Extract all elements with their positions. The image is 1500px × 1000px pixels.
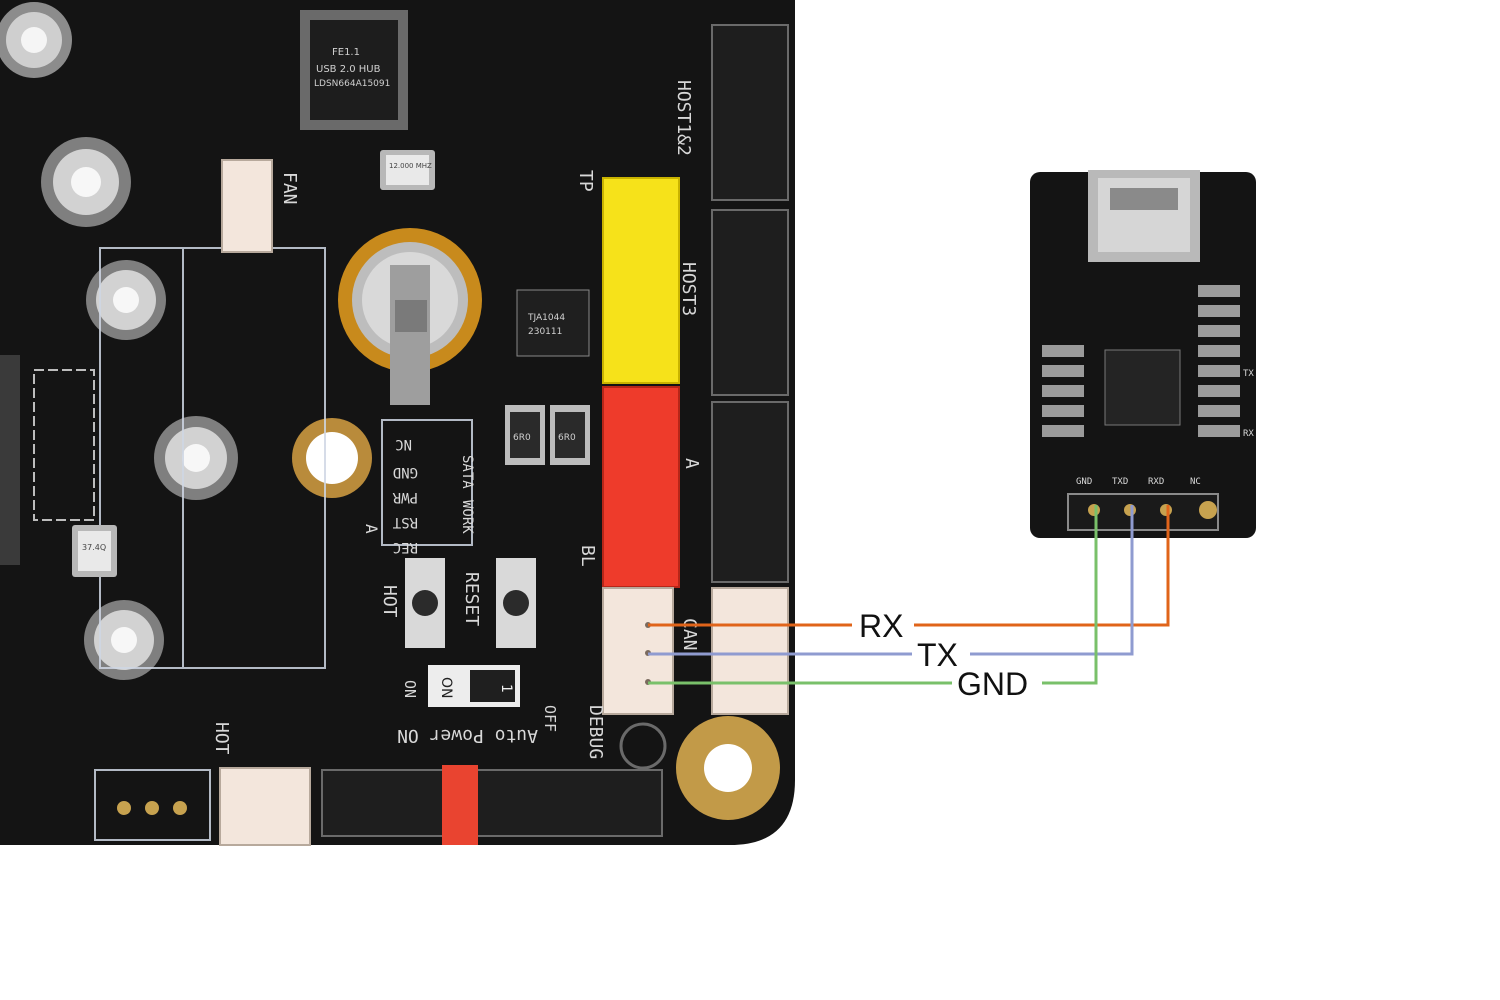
usb-module-leds — [1042, 285, 1240, 437]
usb-module-chip — [1104, 349, 1181, 426]
can-label: CAN — [679, 618, 700, 651]
reset-label: RESET — [461, 572, 482, 626]
led-sata-label: SATA — [459, 455, 475, 489]
module-pin-pad-rxd — [1160, 504, 1172, 516]
gnd-wire-label: GND — [957, 666, 1028, 702]
module-pin-label-rxd: RXD — [1148, 477, 1164, 487]
auto-power-label: Auto Power ON — [397, 725, 538, 746]
module-rx-label: RX — [1243, 429, 1254, 439]
module-pin-pad-nc — [1199, 501, 1217, 519]
tp-connector — [602, 177, 680, 384]
debug-label: DEBUG — [585, 705, 606, 759]
rx-wire — [648, 505, 1170, 627]
usb-uart-module: TX RX GND TXD RXD NC — [1030, 170, 1256, 538]
svg-text:LDSN664A15091: LDSN664A15091 — [314, 79, 390, 89]
module-pin-pad-txd — [1124, 504, 1136, 516]
hot-connector-pads — [117, 801, 187, 815]
main-board: FE1.1 USB 2.0 HUB LDSN664A15091 12.000 M… — [0, 0, 795, 846]
svg-text:ON: ON — [438, 677, 454, 699]
module-pin-label-nc: NC — [1190, 477, 1201, 487]
host3-label: HOST3 — [678, 262, 699, 316]
rx-wire-label: RX — [859, 608, 903, 644]
svg-text:FE1.1: FE1.1 — [332, 47, 360, 58]
hot-connector — [219, 767, 311, 846]
svg-text:TJA1044: TJA1044 — [527, 313, 565, 323]
fan-label: FAN — [279, 172, 300, 205]
gnd-wire — [648, 505, 1098, 685]
crystal-oscillator: 12.000 MHZ — [380, 150, 435, 190]
led-gnd-label: GND — [393, 464, 418, 480]
inductor-2: 6R0 — [550, 405, 590, 465]
silkscreen-outlines — [94, 247, 473, 841]
tx-wire-label: TX — [917, 637, 958, 673]
switch-off-label: OFF — [541, 705, 559, 732]
hot-connector-label: HOT — [211, 722, 232, 755]
svg-text:USB 2.0 HUB: USB 2.0 HUB — [316, 64, 381, 75]
svg-text:6R0: 6R0 — [558, 433, 576, 443]
auto-power-switch[interactable]: ON 1 — [428, 665, 520, 707]
bl-label: BL — [577, 545, 598, 567]
crystal-oscillator-2: 37.4Q — [72, 525, 117, 577]
led-nc-label: NC — [395, 436, 412, 452]
led-a-label: A — [362, 524, 381, 534]
mounting-standoffs — [0, 2, 238, 680]
fan-connector — [221, 159, 273, 253]
tx-wire — [648, 505, 1134, 656]
hot-button[interactable] — [405, 558, 445, 648]
module-chip — [0, 355, 95, 565]
reset-button[interactable] — [496, 558, 536, 648]
led-rec-label: REC — [393, 539, 418, 555]
led-rst-label: RST — [392, 514, 418, 530]
host12-label: HOST1&2 — [673, 80, 694, 156]
usb-hub-chip: FE1.1 USB 2.0 HUB LDSN664A15091 — [300, 10, 408, 130]
svg-text:6R0: 6R0 — [513, 433, 531, 443]
module-pin-label-gnd: GND — [1076, 477, 1092, 487]
a-connector — [602, 386, 680, 588]
module-tx-label: TX — [1243, 369, 1254, 379]
micro-usb-port[interactable] — [1088, 170, 1200, 262]
host12-header — [711, 24, 789, 583]
svg-text:12.000 MHZ: 12.000 MHZ — [389, 162, 432, 170]
a-connector-label: A — [681, 458, 702, 469]
usb-module-pin-labels: GND TXD RXD NC — [1076, 477, 1201, 487]
svg-text:1: 1 — [498, 684, 514, 693]
hot-button-label: HOT — [379, 585, 400, 618]
svg-text:230111: 230111 — [528, 327, 562, 337]
can-connector — [711, 587, 789, 715]
main-board-pcb — [0, 0, 795, 845]
led-pwr-label: PWR — [392, 489, 418, 505]
led-legend: NC GND PWR RST REC SATA WORK A — [362, 436, 475, 555]
transceiver-chip: TJA1044 230111 — [516, 289, 590, 357]
module-pin-pad-gnd — [1088, 504, 1100, 516]
tp-label: TP — [575, 170, 596, 192]
module-pin-label-txd: TXD — [1112, 477, 1128, 487]
coin-cell-battery — [338, 228, 482, 405]
switch-on-label: ON — [401, 680, 419, 698]
inductor-1: 6R0 — [505, 405, 545, 465]
debug-connector — [602, 587, 674, 715]
bottom-pin-header — [321, 765, 663, 845]
svg-text:37.4Q: 37.4Q — [82, 543, 106, 552]
led-work-label: WORK — [459, 500, 475, 534]
wiring: RX TX GND — [648, 505, 1170, 703]
